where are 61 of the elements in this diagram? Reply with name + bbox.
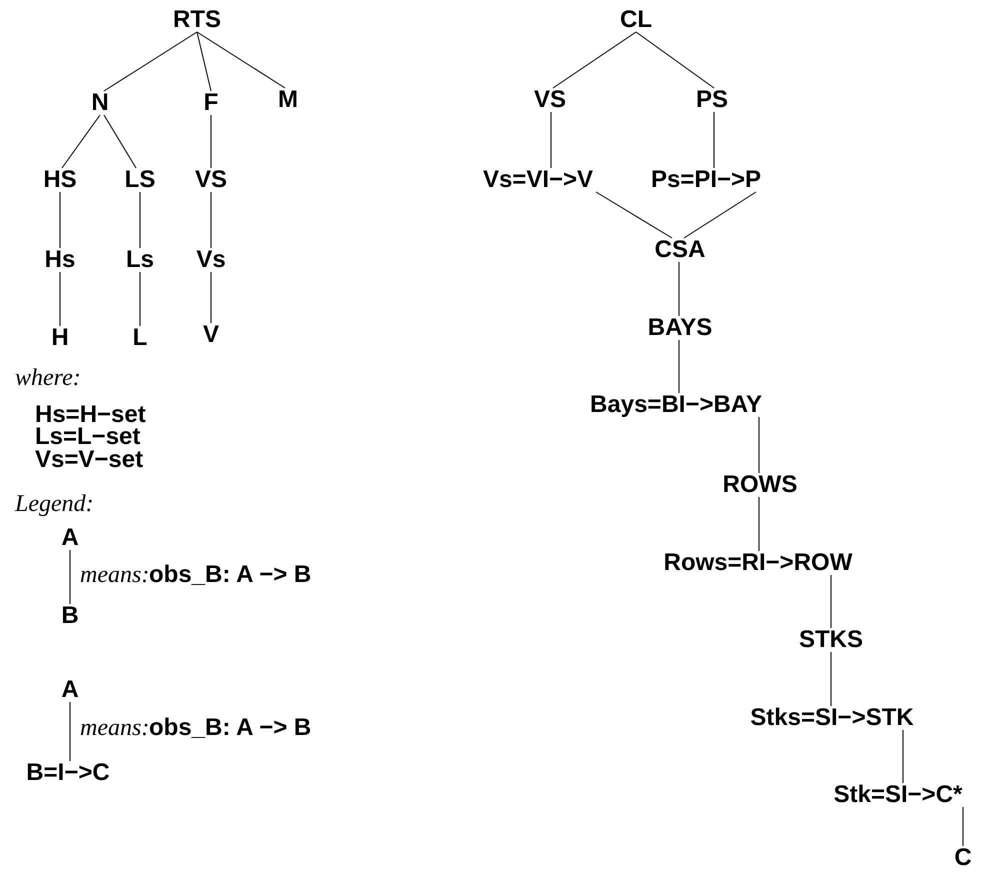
node-label: H: [51, 324, 69, 351]
connector-line: [902, 730, 904, 784]
connector-line: [830, 652, 832, 706]
connector-line: [104, 32, 198, 92]
node-label: M: [278, 86, 298, 113]
connector-line: [684, 192, 756, 238]
connector-line: [196, 32, 212, 92]
node-label: C: [954, 844, 972, 871]
connector-line: [596, 192, 672, 238]
definition-text: Hs=H−set: [35, 403, 146, 427]
note-label: means:: [80, 563, 150, 587]
connector-line: [758, 496, 760, 552]
node-label: N: [91, 89, 109, 116]
node-label: L: [132, 324, 148, 351]
definition-text: Vs=V−set: [35, 448, 144, 472]
node-label: Vs=VI−>V: [482, 166, 594, 193]
connector-line: [678, 340, 680, 394]
node-label: A: [61, 676, 79, 703]
node-label: Ps=PI−>P: [650, 166, 762, 193]
connector-line: [550, 112, 552, 168]
node-label: ROWS: [722, 471, 798, 498]
node-label: CL: [620, 6, 652, 33]
node-label: Stks=SI−>STK: [750, 704, 914, 731]
connector-line: [636, 32, 714, 88]
node-label: HS: [43, 166, 77, 193]
node-label: LS: [124, 166, 156, 193]
node-label: CSA: [654, 236, 706, 263]
connector-line: [678, 262, 680, 316]
node-label: VS: [534, 86, 566, 113]
connector-line: [830, 574, 832, 628]
node-label: BAYS: [648, 314, 712, 341]
heading-label: where:: [15, 366, 81, 390]
node-label: Stk=SI−>C*: [834, 781, 962, 808]
node-label: B: [61, 602, 79, 629]
connector-line: [104, 114, 136, 168]
node-label: STKS: [799, 626, 863, 653]
connector-line: [210, 114, 212, 168]
definition-text: Ls=L−set: [35, 425, 140, 449]
formula-text: obs_B: A −> B: [149, 563, 312, 587]
node-label: B=I−>C: [26, 759, 110, 786]
connector-line: [552, 32, 636, 88]
node-label: Vs: [196, 246, 226, 273]
node-label: Rows=RI−>ROW: [664, 549, 852, 576]
connector-line: [196, 32, 286, 88]
node-label: V: [203, 321, 219, 348]
connector-line: [210, 192, 212, 248]
node-label: Bays=BI−>BAY: [590, 391, 762, 418]
node-label: Hs: [44, 246, 76, 273]
connector-line: [210, 272, 212, 324]
formula-text: obs_B: A −> B: [149, 716, 312, 740]
connector-line: [758, 416, 760, 474]
node-label: PS: [696, 86, 728, 113]
node-label: A: [61, 524, 79, 551]
node-label: VS: [195, 166, 227, 193]
node-label: RTS: [173, 6, 221, 33]
heading-label: Legend:: [15, 492, 94, 516]
node-label: F: [204, 89, 218, 116]
node-label: Ls: [126, 246, 154, 273]
connector-line: [62, 114, 100, 168]
note-label: means:: [80, 716, 150, 740]
connector-line: [962, 806, 964, 846]
